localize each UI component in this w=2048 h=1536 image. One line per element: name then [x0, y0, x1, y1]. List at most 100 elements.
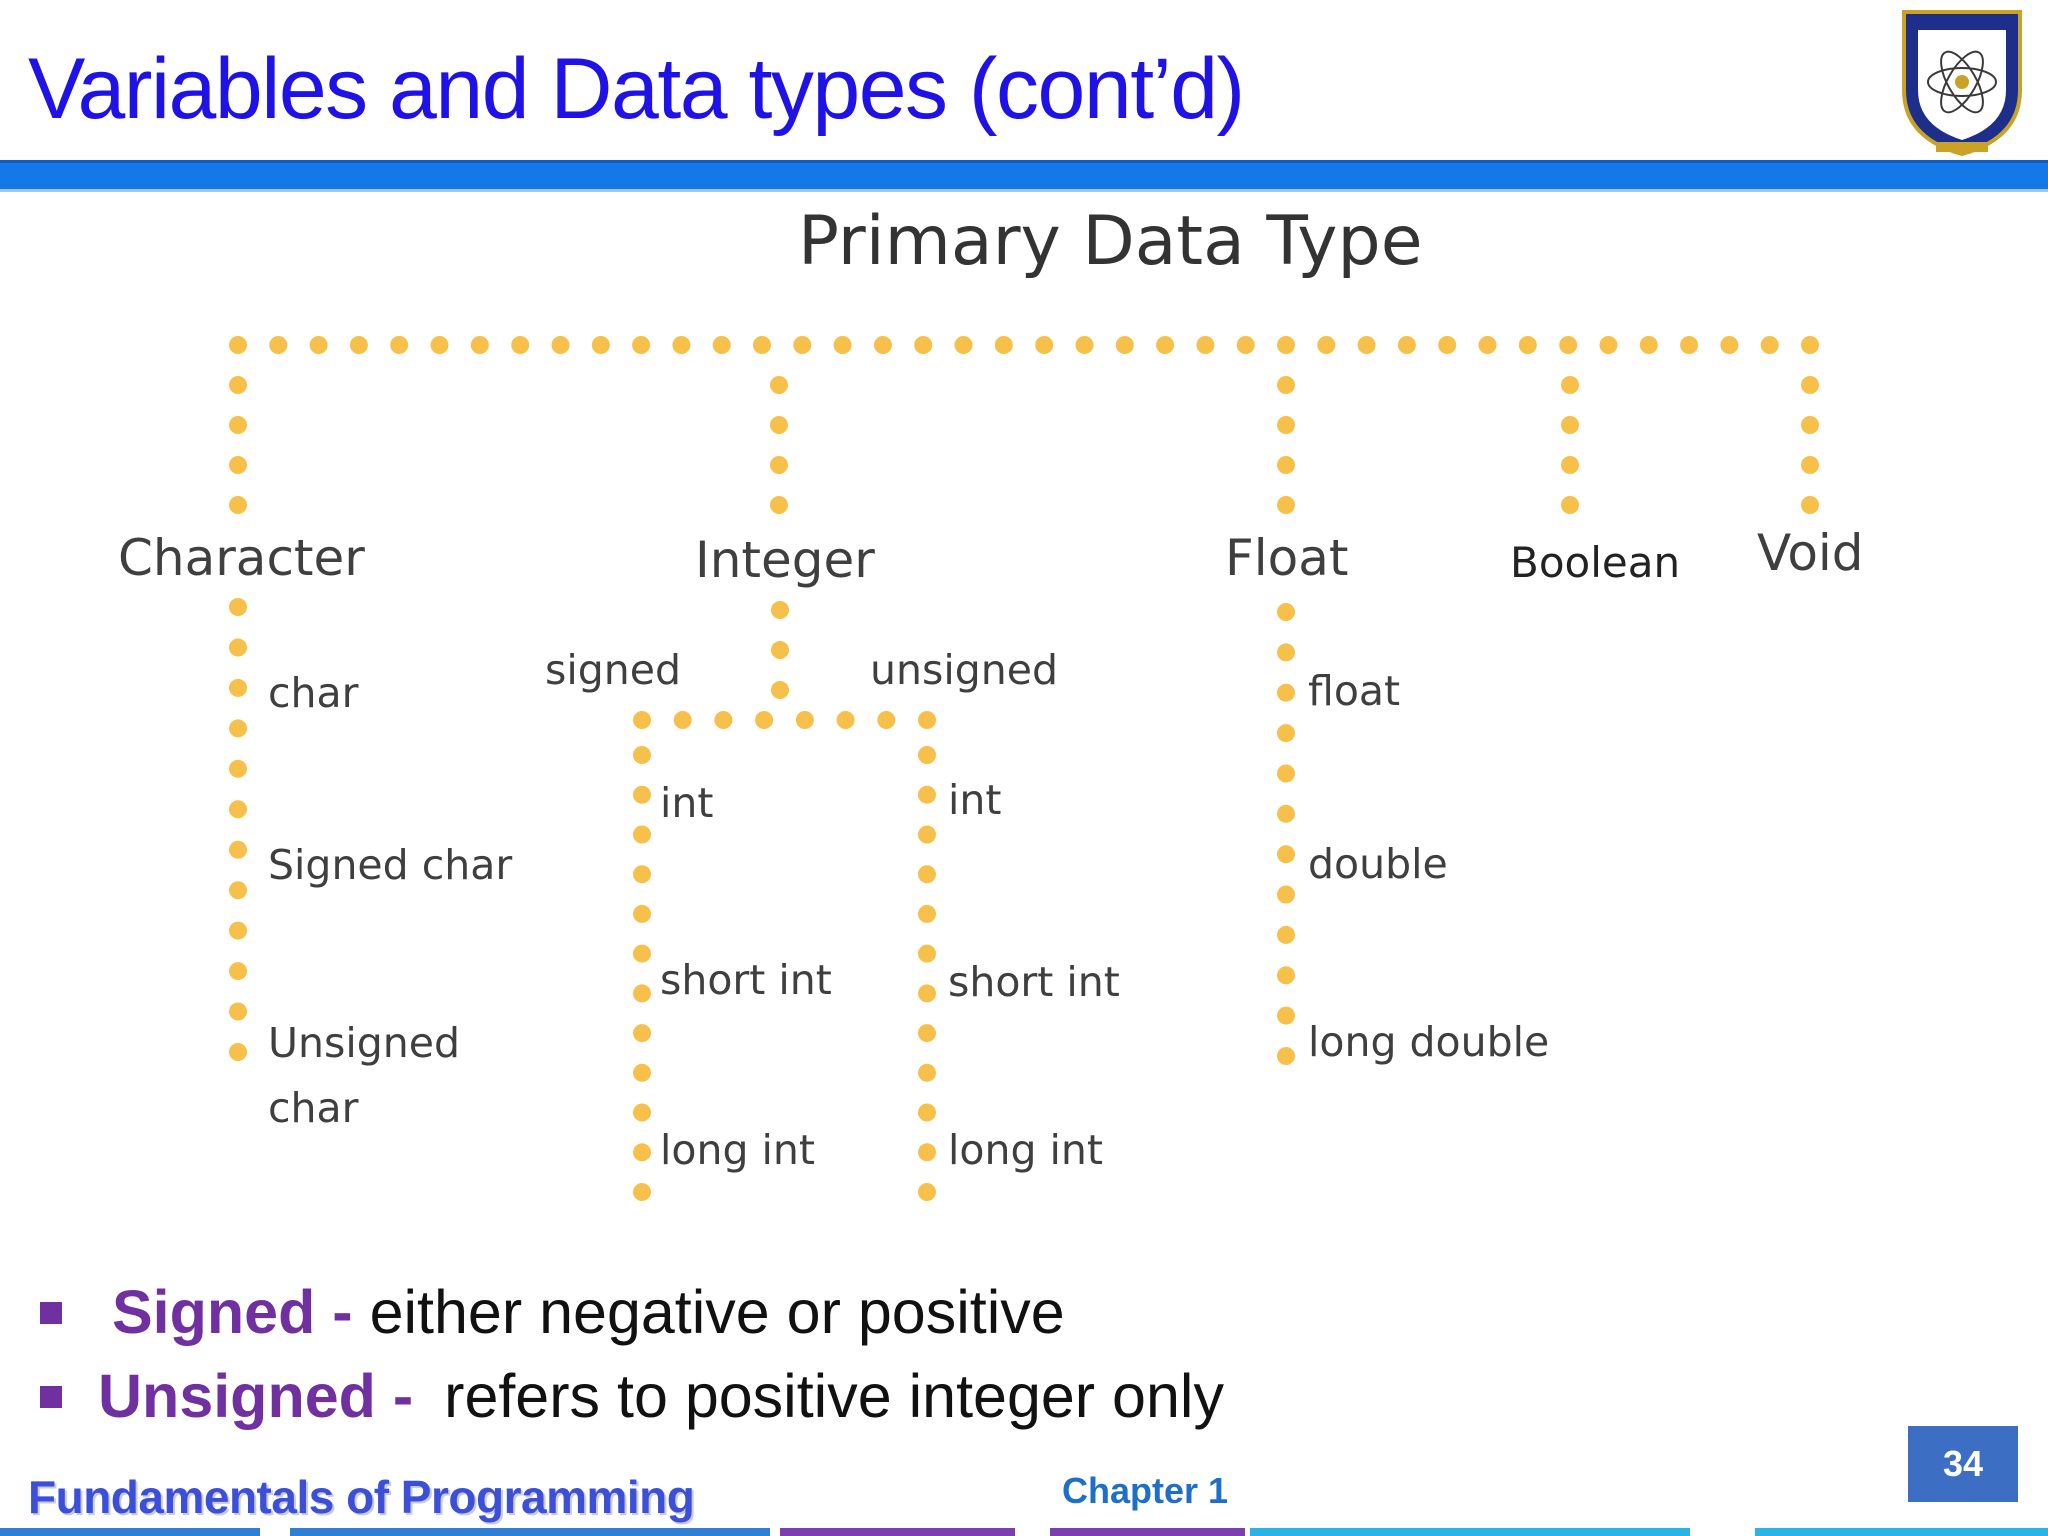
- connector-dot: [918, 944, 936, 963]
- bullet-item: Unsigned - refers to positive integer on…: [98, 1366, 1224, 1427]
- footer-bar-segment: [1755, 1528, 2048, 1536]
- connector-dot: [918, 1103, 936, 1122]
- connector-dot: [753, 336, 771, 354]
- connector-dot: [633, 904, 651, 923]
- connector-dot: [1478, 336, 1497, 354]
- unsigned-item: int: [948, 776, 1002, 824]
- connector-dot: [1277, 1006, 1295, 1025]
- connector-dot: [633, 1024, 651, 1043]
- connector-dot: [229, 638, 247, 657]
- slide-title: Variables and Data types (cont’d): [28, 41, 1245, 137]
- connector-dot: [1277, 764, 1295, 783]
- dotted-connectors: [229, 336, 1819, 1201]
- connector-dot: [1277, 724, 1295, 743]
- connector-dot: [1680, 336, 1699, 354]
- connector-dot: [873, 336, 892, 354]
- connector-dot: [994, 336, 1013, 354]
- connector-dot: [229, 678, 247, 697]
- bullet-marker-icon: [40, 1386, 62, 1408]
- connector-dot: [229, 336, 247, 354]
- connector-dot: [1156, 336, 1175, 354]
- connector-dot: [633, 825, 651, 844]
- connector-dot: [1277, 885, 1295, 904]
- connector-dot: [633, 1103, 651, 1122]
- character-item: Unsigned: [268, 1019, 461, 1067]
- category-integer: Integer: [695, 531, 875, 589]
- connector-dot: [918, 904, 936, 923]
- connector-dot: [1559, 336, 1578, 354]
- character-item: char: [268, 669, 359, 717]
- page-number-badge: 34: [1908, 1426, 2018, 1502]
- connector-dot: [793, 336, 812, 354]
- connector-dot: [1760, 336, 1779, 354]
- connector-dot: [673, 711, 692, 729]
- connector-dot: [1196, 336, 1215, 354]
- connector-dot: [229, 881, 247, 900]
- connector-dot: [1639, 336, 1658, 354]
- connector-dot: [918, 785, 936, 804]
- footer-chapter: Chapter 1: [1062, 1470, 1229, 1511]
- float-item: long double: [1308, 1018, 1550, 1066]
- footer-bar-segment: [290, 1528, 770, 1536]
- connector-dot: [918, 711, 936, 729]
- float-item: double: [1308, 840, 1448, 888]
- connector-dot: [633, 944, 651, 963]
- connector-dot: [1277, 683, 1295, 702]
- connector-dot: [918, 746, 936, 764]
- diagram-title: Primary Data Type: [798, 202, 1423, 281]
- connector-dot: [1277, 966, 1295, 985]
- connector-dot: [836, 711, 855, 729]
- university-seal-icon: [1902, 10, 2022, 157]
- connector-dot: [918, 1183, 936, 1201]
- bullet-item: Signed - either negative or positive: [112, 1282, 1065, 1343]
- connector-dot: [918, 825, 936, 844]
- connector-dot: [1277, 496, 1295, 514]
- connector-dot: [633, 711, 651, 729]
- connector-dot: [1317, 336, 1336, 354]
- category-float: Float: [1225, 529, 1349, 587]
- connector-dot: [1357, 336, 1376, 354]
- unsigned-item: long int: [948, 1126, 1103, 1174]
- connector-dot: [633, 746, 651, 764]
- footer-course-title: Fundamentals of Programming: [28, 1471, 695, 1523]
- connector-dot: [877, 711, 896, 729]
- connector-dot: [1801, 456, 1819, 474]
- connector-dot: [771, 681, 789, 699]
- connector-dot: [229, 1043, 247, 1061]
- integer-branch-unsigned: unsigned: [870, 646, 1058, 694]
- footer-bar-segment: [1050, 1528, 1245, 1536]
- connector-dot: [795, 711, 814, 729]
- connector-dot: [918, 1063, 936, 1082]
- connector-dot: [1277, 845, 1295, 864]
- category-character: Character: [118, 529, 365, 587]
- bullet-text: either negative or positive: [369, 1278, 1065, 1346]
- header-divider: [0, 160, 2048, 192]
- connector-dot: [712, 336, 731, 354]
- connector-dot: [1801, 416, 1819, 434]
- connector-dot: [551, 336, 570, 354]
- connector-dot: [1277, 643, 1295, 662]
- bullet-term: Signed -: [112, 1278, 353, 1346]
- footer-bar-segment: [780, 1528, 1015, 1536]
- connector-dot: [1561, 416, 1579, 434]
- category-boolean: Boolean: [1510, 538, 1681, 587]
- connector-dot: [672, 336, 691, 354]
- connector-dot: [918, 1143, 936, 1162]
- connector-dot: [770, 496, 788, 514]
- connector-dot: [1277, 456, 1295, 474]
- connector-dot: [229, 598, 247, 616]
- connector-dot: [1438, 336, 1457, 354]
- connector-dot: [918, 1024, 936, 1043]
- connector-dot: [1801, 376, 1819, 394]
- connector-dot: [229, 719, 247, 738]
- signed-item: short int: [660, 956, 832, 1004]
- connector-dot: [1277, 1047, 1295, 1065]
- connector-dot: [633, 984, 651, 1003]
- connector-dot: [1518, 336, 1537, 354]
- connector-dot: [833, 336, 852, 354]
- character-item: Signed char: [268, 841, 513, 889]
- connector-dot: [1075, 336, 1094, 354]
- connector-dot: [229, 800, 247, 819]
- bullet-marker-icon: [40, 1302, 62, 1324]
- connector-dot: [1236, 336, 1255, 354]
